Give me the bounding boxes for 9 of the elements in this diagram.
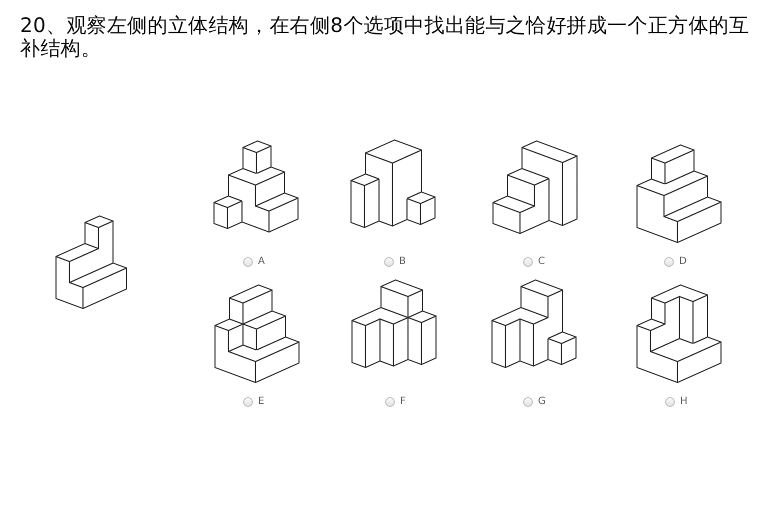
option-letter: A <box>258 256 265 268</box>
option-letter: E <box>258 396 264 408</box>
option-letter: D <box>679 256 687 268</box>
question-text: 20、观察左侧的立体结构，在右侧8个选项中找出能与之恰好拼成一个正方体的互补结构。 <box>20 14 750 60</box>
option-letter: H <box>680 396 688 408</box>
option-letter: B <box>399 256 406 268</box>
option-letter: C <box>538 256 545 268</box>
option-letter: F <box>400 396 406 408</box>
option-letter: G <box>538 396 546 408</box>
